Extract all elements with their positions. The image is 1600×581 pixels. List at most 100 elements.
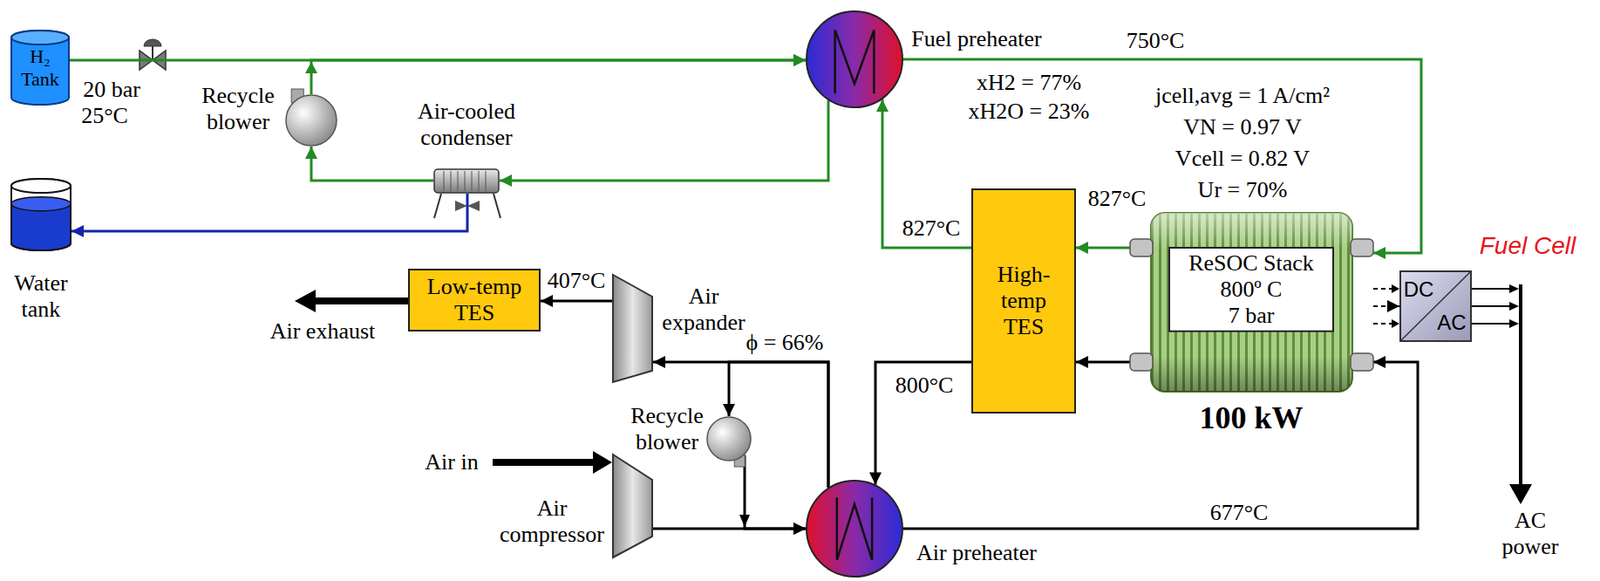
annotation-label: ϕ = 66%: [745, 329, 824, 356]
drawing-part: [294, 289, 316, 313]
compressor-symbol: Air compressor: [612, 453, 654, 559]
node-text: Air-cooled condenser: [409, 98, 524, 151]
annotation-label: jcell,avg = 1 A/cm²: [1155, 82, 1330, 109]
drawing-part: [806, 11, 903, 108]
drawing-part: [1471, 305, 1511, 307]
drawing-part: [471, 170, 473, 191]
drawing-part: [1130, 353, 1153, 371]
flow-line: [311, 146, 434, 181]
expander-symbol: Air expander: [612, 273, 654, 383]
node-text: Air preheater: [916, 539, 1037, 566]
drawing-part: [707, 416, 751, 461]
drawing-part: [806, 480, 903, 577]
drawing-part: [151, 46, 154, 61]
inverter-box: DCAC: [1399, 270, 1472, 342]
annotation-label: VN = 0.97 V: [1183, 114, 1302, 141]
cell-stack: 100 kWReSOC Stack800º C7 bar: [1130, 211, 1374, 393]
drawing-part: [443, 170, 445, 191]
drawing-part: [467, 200, 480, 212]
drawing-part: [972, 189, 1076, 413]
drawing-part: [313, 297, 409, 305]
flow-line: [540, 299, 613, 303]
flow-line: [744, 455, 806, 529]
stack-label-box: ReSOC Stack800º C7 bar: [1168, 246, 1335, 333]
flow-line: [882, 99, 972, 248]
annotation-label: 25°C: [81, 102, 129, 130]
temperature-label: 407°C: [545, 267, 608, 294]
drawing-part: [1471, 322, 1511, 325]
storage-box: Low-temp TES: [408, 268, 541, 332]
blower-symbol: Recycle blower: [285, 94, 338, 147]
blower-symbol: Recycle blower: [706, 415, 752, 462]
drawing-part: [11, 178, 71, 193]
flow-line: [311, 60, 806, 95]
node-text: Water tank: [6, 270, 76, 323]
shape-outline: [10, 178, 72, 251]
node-text: AC: [1436, 310, 1466, 335]
drawing-part: [612, 454, 653, 558]
node-text: Air compressor: [497, 495, 607, 548]
shape-outline: [612, 273, 654, 383]
drawing-part: [143, 39, 162, 47]
dc-link-arrows: [1373, 284, 1400, 328]
drawing-part: [1471, 287, 1511, 290]
valve-symbol: [139, 39, 166, 70]
flow-line: [875, 361, 972, 484]
annotation-label: Fuel Cell: [1479, 231, 1576, 260]
drawing-part: [1400, 271, 1471, 341]
drawing-part: [464, 170, 466, 191]
shape-outline: [285, 94, 338, 147]
heat-exchanger: Fuel preheater: [805, 10, 904, 109]
drawing-part: [478, 170, 480, 191]
node-text: Low-temp TES: [422, 273, 527, 327]
node-text: High-temp TES: [992, 261, 1056, 341]
drawing-part: [1518, 284, 1523, 487]
storage-box: High-temp TES: [971, 188, 1076, 414]
drawing-part: [835, 29, 875, 94]
temperature-label: 827°C: [900, 215, 963, 242]
drawing-part: [434, 169, 499, 193]
annotation-label: Air in: [424, 449, 478, 476]
flow-line: [71, 193, 468, 232]
drawing-part: [1150, 212, 1353, 392]
drawing-part: [1509, 301, 1519, 311]
drawing-part: [11, 197, 71, 212]
drawing-part: [1391, 319, 1400, 328]
shape-outline: [706, 415, 752, 462]
air-inlet-arrow: [492, 450, 613, 474]
node-text: ReSOC Stack: [1188, 250, 1315, 277]
drawing-part: [1350, 238, 1374, 257]
drawing-part: [1350, 353, 1374, 371]
water-tank: Water tank: [10, 178, 72, 251]
flow-line: [1075, 246, 1131, 250]
drawing-part: [285, 95, 337, 146]
drawing-part: [11, 178, 71, 251]
temperature-label: 800°C: [893, 372, 956, 399]
drawing-part: [434, 193, 442, 218]
drawing-part: [1150, 212, 1353, 392]
node-text: 100 kW: [1198, 400, 1303, 436]
annotation-label: 20 bar: [82, 76, 141, 103]
shape-outline: [805, 479, 904, 578]
drawing-part: [1373, 322, 1393, 325]
temperature-label: 827°C: [1086, 185, 1149, 212]
storage-tank: H₂ Tank: [10, 30, 70, 105]
drawing-part: [455, 200, 468, 212]
annotation-label: Vcell = 0.82 V: [1175, 145, 1310, 172]
drawing-part: [1130, 238, 1153, 257]
annotation-label: xH2 = 77%: [976, 69, 1082, 96]
drawing-part: [1509, 319, 1519, 328]
drawing-part: [1169, 247, 1334, 332]
annotation-label: xH2O = 23%: [968, 98, 1090, 125]
drawing-part: [612, 274, 653, 382]
drawing-part: [485, 170, 487, 191]
ac-output-arrows: [1471, 284, 1532, 504]
node-text: 7 bar: [1228, 302, 1275, 329]
drawing-part: [1391, 284, 1400, 293]
drawing-part: [837, 497, 872, 560]
drawing-part: [592, 450, 613, 474]
flow-line: [653, 527, 806, 531]
node-text: DC: [1403, 277, 1435, 302]
